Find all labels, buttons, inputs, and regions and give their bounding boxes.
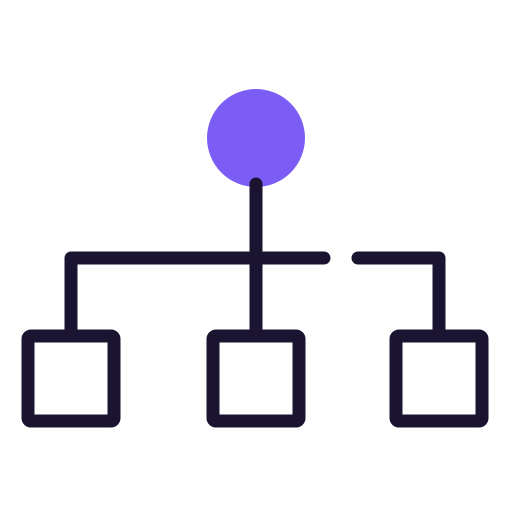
child-node-left-square — [21, 329, 121, 428]
left-branch-connector — [64, 251, 331, 343]
root-node-circle — [207, 89, 305, 187]
child-node-middle-square — [206, 329, 306, 428]
right-branch-connector — [351, 251, 446, 343]
child-node-right-square — [389, 329, 489, 428]
